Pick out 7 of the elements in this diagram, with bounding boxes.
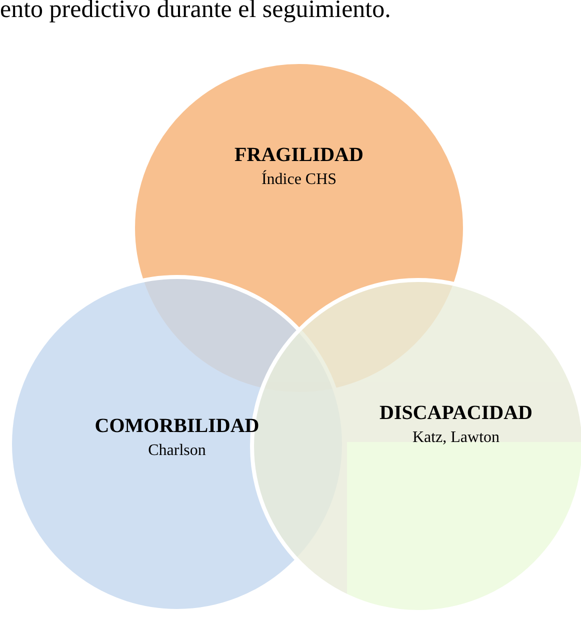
circle-subtitle: Índice CHS: [261, 171, 337, 189]
sentence-fragment: ento predictivo durante el seguimiento.: [0, 0, 391, 24]
circle-subtitle: Charlson: [148, 442, 206, 460]
circle-title: FRAGILIDAD: [234, 144, 364, 167]
circle-title: DISCAPACIDAD: [380, 402, 532, 425]
circle-subtitle: Katz, Lawton: [412, 429, 500, 447]
circle-title: COMORBILIDAD: [94, 415, 260, 438]
